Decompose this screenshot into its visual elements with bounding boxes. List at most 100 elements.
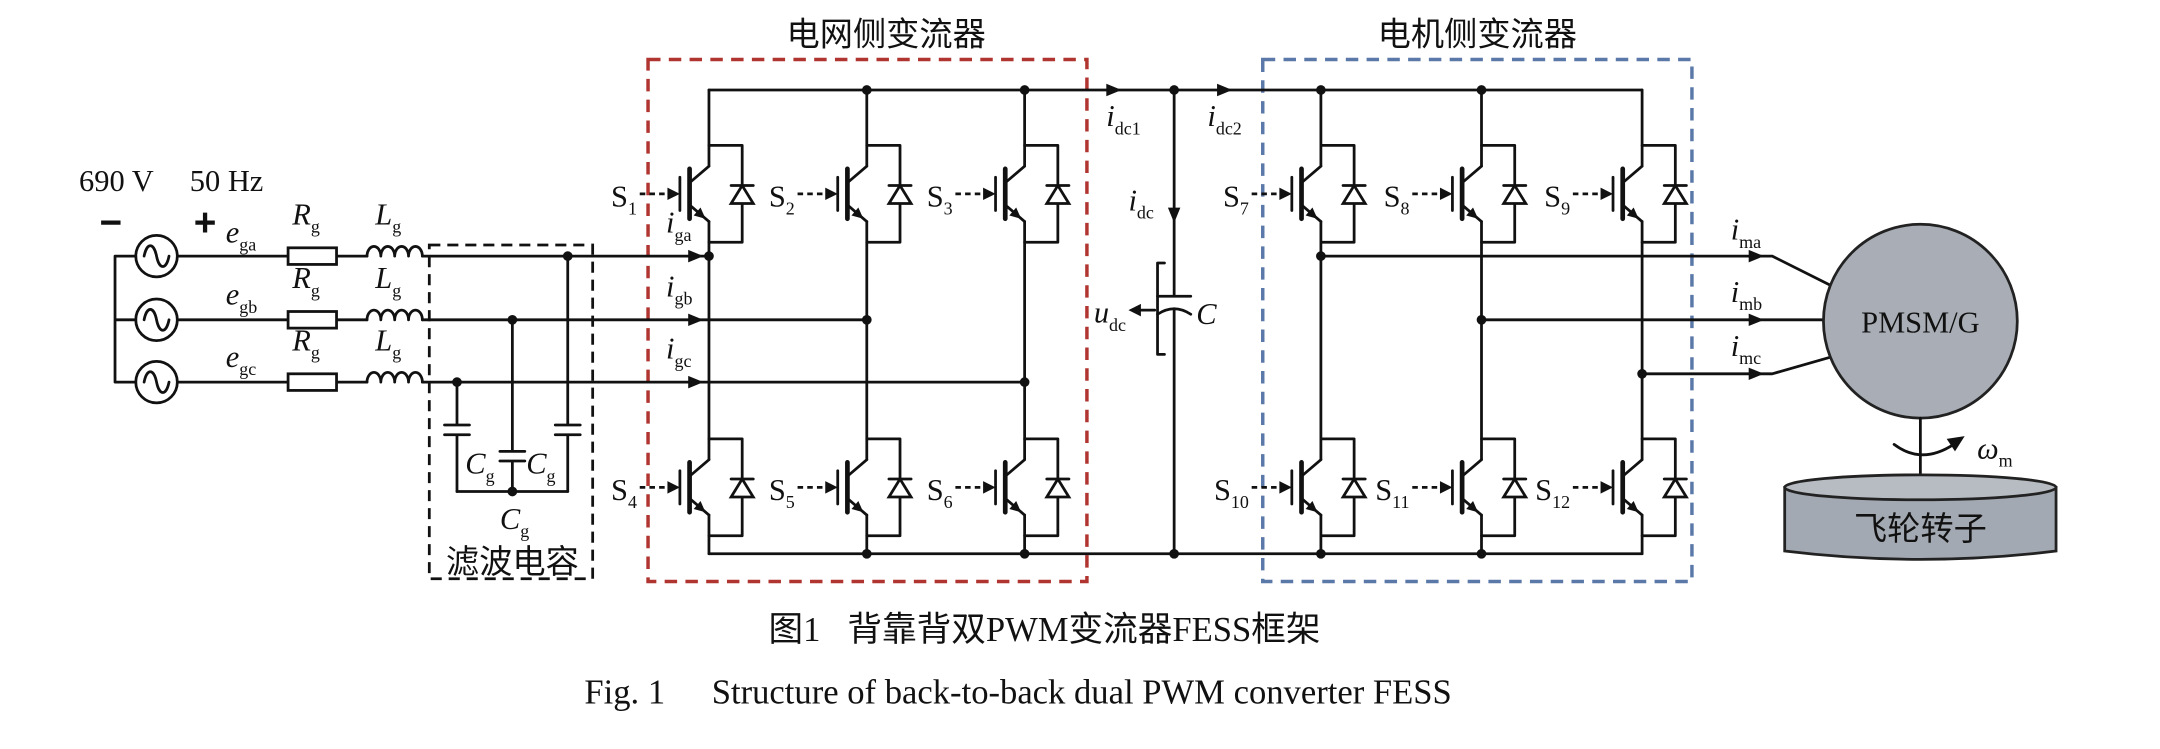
label-sub: dc bbox=[1109, 315, 1126, 335]
inductor-c bbox=[365, 371, 424, 384]
dc-voltage-label: udc bbox=[1094, 296, 1126, 335]
junction-dot bbox=[1169, 85, 1179, 95]
switch-label-s7: S7 bbox=[1223, 179, 1249, 218]
label-main: L bbox=[374, 261, 392, 295]
junction-dot bbox=[1019, 377, 1030, 387]
gate-signal-arrow bbox=[825, 187, 838, 201]
gate-signal-arrow bbox=[1439, 481, 1453, 494]
junction-dot bbox=[1019, 85, 1030, 95]
filter-cap-b bbox=[498, 318, 527, 493]
inductor-b bbox=[365, 308, 424, 322]
ac-source-c bbox=[134, 359, 179, 405]
label-sub: gc bbox=[239, 359, 256, 379]
resistor-label-b: Rg bbox=[291, 261, 320, 300]
label-main: S bbox=[1544, 179, 1561, 213]
caption-en-title: Structure of back-to-back dual PWM conve… bbox=[712, 673, 1452, 711]
igbt-switch-s4 bbox=[639, 437, 756, 538]
bridge-leg-6 bbox=[1572, 88, 1689, 556]
label-main: e bbox=[226, 215, 240, 249]
junction-dot bbox=[1169, 548, 1179, 559]
polarity-plus: + bbox=[194, 201, 217, 244]
igbt-switch-s8 bbox=[1412, 143, 1529, 244]
label-sub: 2 bbox=[786, 199, 795, 219]
current-arrow-a bbox=[688, 249, 704, 263]
label-main: S bbox=[611, 179, 628, 213]
label-sub: 5 bbox=[786, 492, 795, 512]
inductor-label-a: Lg bbox=[374, 197, 401, 236]
label-main: S bbox=[1214, 473, 1231, 507]
diode-triangle bbox=[886, 182, 914, 205]
label-sub: gc bbox=[675, 351, 692, 371]
junction-dot bbox=[704, 251, 714, 261]
dc-capacitor-plate bbox=[1156, 307, 1193, 316]
machine: PMSM/G 飞轮转子 ωm bbox=[1783, 222, 2058, 561]
inductor-a bbox=[365, 245, 424, 258]
label-main: S bbox=[1223, 179, 1240, 213]
junction-dots bbox=[452, 85, 1647, 559]
igbt-switch-s1 bbox=[639, 143, 756, 244]
label-main: S bbox=[769, 473, 786, 507]
label-sub: dc2 bbox=[1216, 118, 1242, 138]
flywheel-top bbox=[1783, 473, 2058, 502]
igbt-switch-s7 bbox=[1251, 143, 1368, 244]
igbt-emitter-arrow bbox=[1626, 207, 1639, 219]
diode-triangle bbox=[1501, 476, 1529, 499]
inductor-label-c: Lg bbox=[374, 323, 401, 362]
resistor-label-a: Rg bbox=[291, 197, 320, 236]
junction-dot bbox=[861, 548, 872, 559]
flywheel-label: 飞轮转子 bbox=[1854, 511, 1987, 548]
label-main: ω bbox=[1977, 431, 1999, 465]
igbt-emitter-arrow bbox=[1305, 207, 1318, 219]
label-main: S bbox=[769, 179, 786, 213]
label-main: S bbox=[927, 179, 944, 213]
source-wiring bbox=[113, 254, 369, 384]
junction-dot bbox=[1316, 85, 1326, 95]
label-sub: 1 bbox=[628, 199, 637, 219]
motor-current-arrow-c bbox=[1748, 367, 1764, 381]
inductor-label-b: Lg bbox=[374, 261, 401, 300]
junction-dot bbox=[1316, 251, 1326, 261]
junction-dot bbox=[562, 251, 573, 261]
emf-label-c: egc bbox=[226, 340, 257, 379]
label-sub: 4 bbox=[628, 492, 637, 512]
junction-dot bbox=[1476, 548, 1487, 559]
diode-triangle bbox=[1340, 182, 1368, 205]
label-main: i bbox=[666, 269, 674, 303]
diode-triangle bbox=[1501, 182, 1529, 205]
label-main: R bbox=[291, 197, 311, 231]
igbt-switch-s12 bbox=[1572, 437, 1689, 538]
label-sub: g bbox=[311, 343, 320, 363]
igbt-emitter-arrow bbox=[1466, 501, 1479, 513]
igbt-switch-s11 bbox=[1412, 437, 1529, 538]
dc2-current-arrow bbox=[1217, 83, 1233, 97]
motor-phase-a-wire bbox=[1319, 254, 1832, 287]
switch-labels: S1 S2 S3 S4 S5 S6 S7 S8 S9 S10 S11 S12 bbox=[611, 179, 1570, 512]
label-sub: g bbox=[392, 343, 401, 363]
junction-dot bbox=[1476, 314, 1487, 325]
gate-signal-arrow bbox=[825, 481, 838, 494]
bridge-leg-2 bbox=[797, 88, 914, 556]
igbt-switch-s6 bbox=[955, 437, 1072, 538]
motor-current-arrow-a bbox=[1748, 249, 1764, 263]
diode-triangle bbox=[886, 476, 914, 499]
label-sub: gb bbox=[675, 289, 693, 309]
label-sub: g bbox=[486, 466, 495, 486]
label-sub: 12 bbox=[1552, 492, 1570, 512]
source-frequency-label: 50 Hz bbox=[190, 164, 264, 198]
polarity-minus: − bbox=[100, 201, 123, 244]
flywheel-rotor bbox=[1783, 485, 2058, 561]
sine-icon bbox=[142, 244, 171, 394]
label-sub: mc bbox=[1739, 348, 1761, 368]
label-main: C bbox=[500, 502, 521, 536]
label-main: S bbox=[1375, 473, 1392, 507]
switch-label-s6: S6 bbox=[927, 473, 953, 512]
filter-cap-label-2: Cg bbox=[526, 446, 555, 485]
bridge-leg-3 bbox=[955, 88, 1072, 556]
filter-cap-c bbox=[443, 380, 471, 493]
label-sub: ga bbox=[675, 225, 692, 245]
label-sub: m bbox=[1999, 451, 2013, 471]
label-sub: g bbox=[311, 217, 320, 237]
filter-capacitors: Cg Cg Cg 滤波电容 bbox=[443, 254, 582, 581]
bridge-legs bbox=[639, 88, 1689, 556]
